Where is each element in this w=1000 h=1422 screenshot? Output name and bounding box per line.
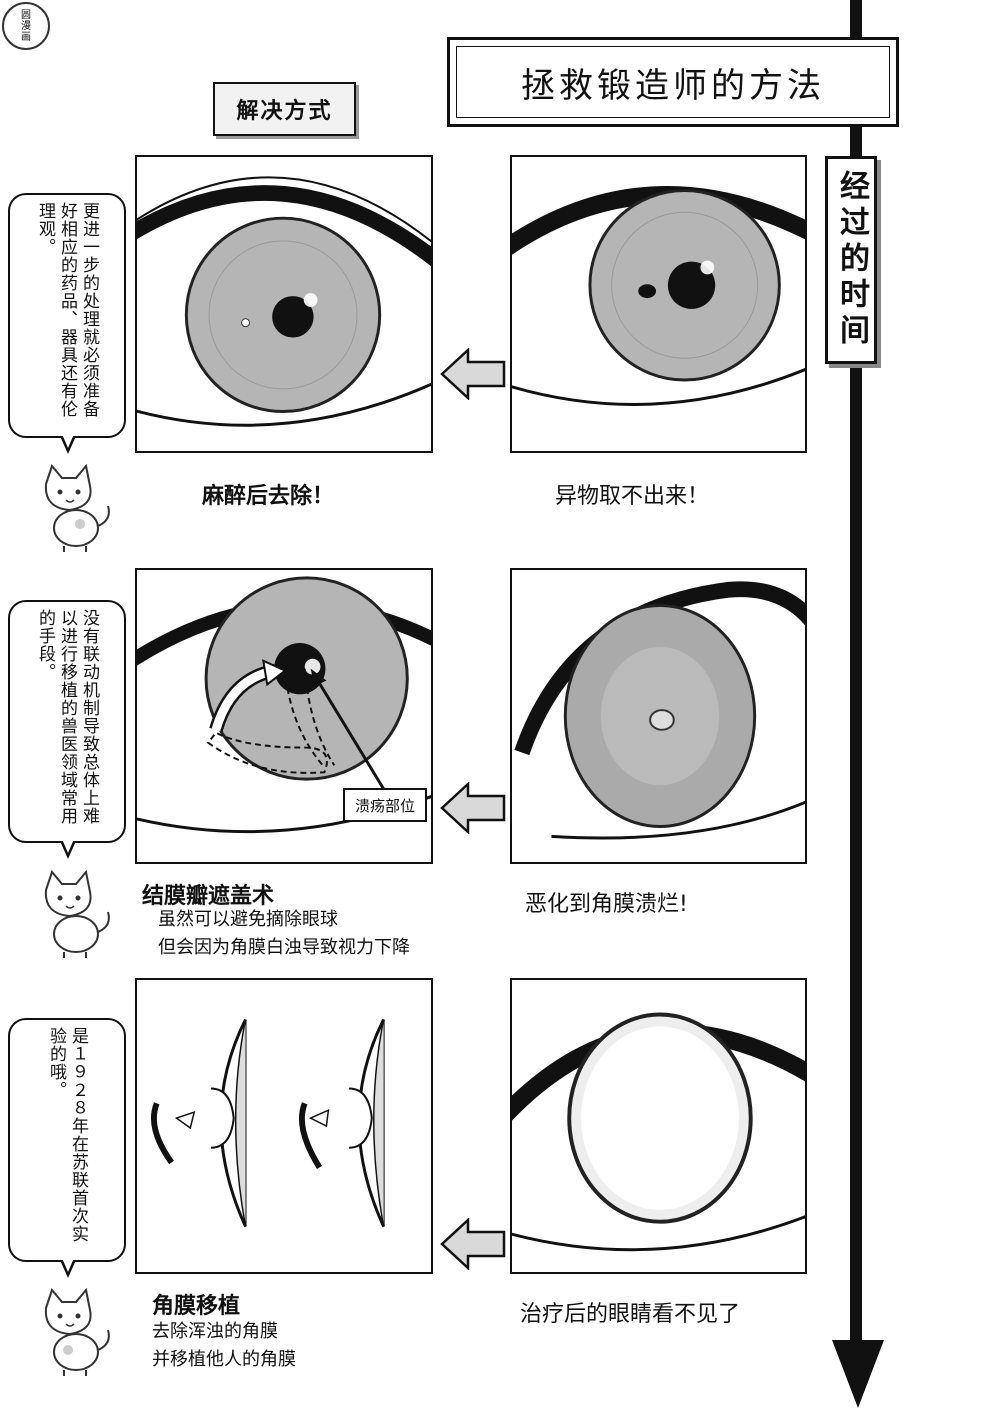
eye-clouded-illustration: [512, 1012, 805, 1252]
row2-solution-note-2: 但会因为角膜白浊导致视力下降: [158, 937, 410, 958]
left-arrow-icon: [440, 348, 506, 400]
publisher-logo: 圆 漫 画: [2, 2, 50, 50]
solution-label: 解决方式: [213, 82, 356, 136]
cat-mascot-icon: [44, 463, 110, 552]
eye-ulcer-illustration: [514, 581, 805, 840]
cat-mascot-icon: [44, 869, 110, 958]
row3-bubble-text: 是１９２８年在苏联首次实验的哦。: [46, 1027, 88, 1244]
eye-foreign-body-illustration: [512, 186, 805, 406]
row1-bubble-text: 更进一步的处理就必须准备好相应的药品、器具还有伦理观。: [35, 202, 99, 419]
row3-solution-note-1: 去除浑浊的角膜: [152, 1321, 278, 1342]
row2-problem-caption: 恶化到角膜溃烂!: [525, 892, 688, 917]
page-title-box: 拯救锻造师的方法: [447, 37, 899, 127]
page-title: 拯救锻造师的方法: [456, 46, 890, 118]
elapsed-time-label-box: 经过的时间: [825, 156, 877, 364]
panel-eye-foreign-body: [510, 155, 807, 453]
cat-mascot-icon: [44, 1287, 110, 1376]
row2-solution-note-1: 虽然可以避免摘除眼球: [158, 909, 338, 930]
timeline-arrowhead-icon: [832, 1340, 884, 1408]
left-arrow-icon: [440, 782, 506, 834]
row2-speech-bubble: 没有联动机制导致总体上难以进行移植的兽医领域常用的手段。: [8, 600, 126, 843]
panel-corneal-transplant-diagram: [135, 978, 433, 1274]
row3-problem-caption: 治疗后的眼睛看不见了: [520, 1302, 741, 1327]
elapsed-time-label: 经过的时间: [834, 170, 869, 350]
row3-solution-note-2: 并移植他人的角膜: [152, 1349, 296, 1370]
panel-eye-corneal-ulcer: [510, 568, 807, 864]
corneal-transplant-diagram: [151, 1018, 385, 1228]
row1-problem-caption: 异物取不出来！: [555, 484, 710, 509]
panel-eye-removed: [135, 155, 433, 453]
panel-eye-clouded-cornea: [510, 978, 807, 1274]
row3-solution-caption: 角膜移植: [152, 1294, 241, 1319]
eye-clear-illustration: [137, 176, 431, 427]
ulcer-site-label: 溃疡部位: [343, 788, 427, 822]
row2-solution-caption: 结膜瓣遮盖术: [142, 884, 275, 909]
row2-bubble-text: 没有联动机制导致总体上难以进行移植的兽医领域常用的手段。: [35, 609, 99, 826]
left-arrow-icon: [440, 1218, 506, 1270]
eye-flap-illustration: [137, 576, 431, 834]
row1-solution-caption: 麻醉后去除！: [202, 484, 335, 509]
row3-speech-bubble: 是１９２８年在苏联首次实验的哦。: [8, 1018, 126, 1262]
row1-speech-bubble: 更进一步的处理就必须准备好相应的药品、器具还有伦理观。: [8, 193, 126, 438]
